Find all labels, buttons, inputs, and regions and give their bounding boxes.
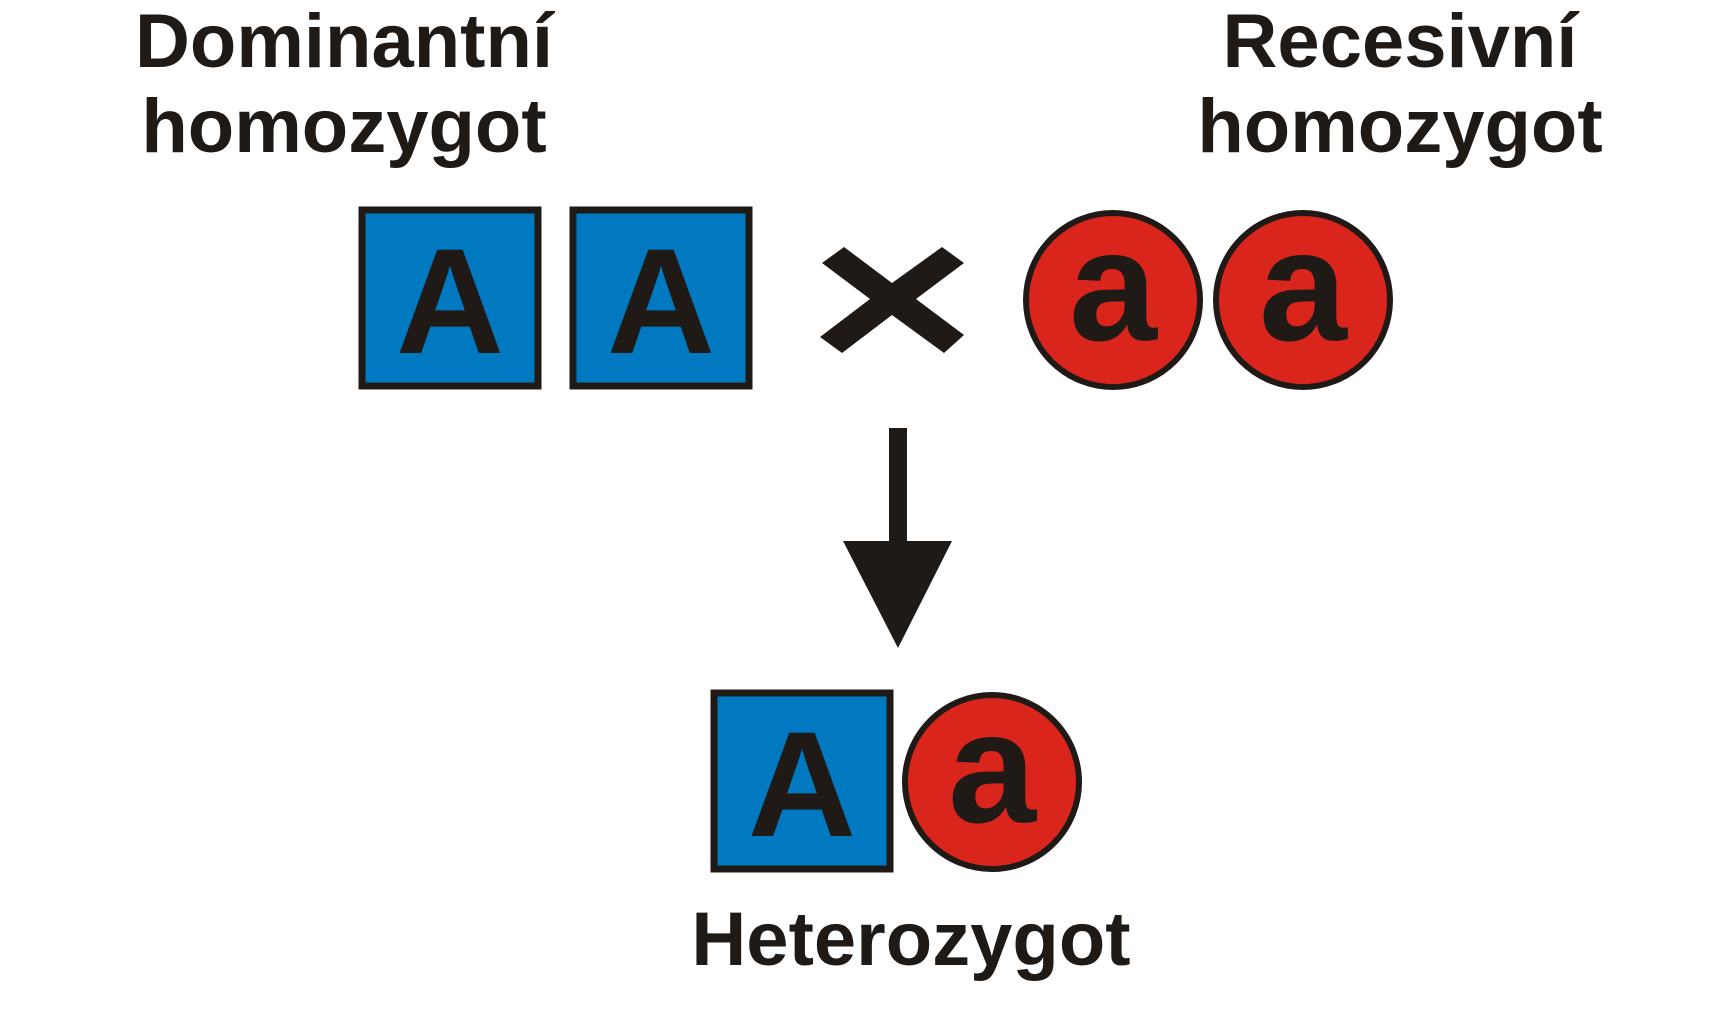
svg-text:a: a	[948, 680, 1037, 856]
svg-text:a: a	[1069, 198, 1158, 374]
dominant-label-line1: Dominantní	[135, 0, 556, 84]
offspring-label: Heterozygot	[691, 897, 1130, 982]
recessive-label-line1: Recesivní	[1223, 0, 1581, 84]
dominant-allele-2: A	[569, 206, 753, 390]
dominant-allele-1: A	[358, 206, 542, 390]
down-arrow-icon	[843, 428, 952, 648]
svg-text:A: A	[748, 700, 856, 868]
svg-text:A: A	[607, 217, 715, 385]
recessive-allele-2: a	[1213, 198, 1393, 390]
dominant-label-line2: homozygot	[141, 84, 546, 169]
recessive-allele-1: a	[1023, 198, 1203, 390]
cross-icon	[820, 247, 964, 353]
recessive-label-line2: homozygot	[1197, 84, 1602, 169]
offspring-dominant-allele: A	[710, 689, 894, 873]
offspring-recessive-allele: a	[902, 680, 1082, 872]
svg-text:a: a	[1259, 198, 1348, 374]
svg-text:A: A	[396, 217, 504, 385]
